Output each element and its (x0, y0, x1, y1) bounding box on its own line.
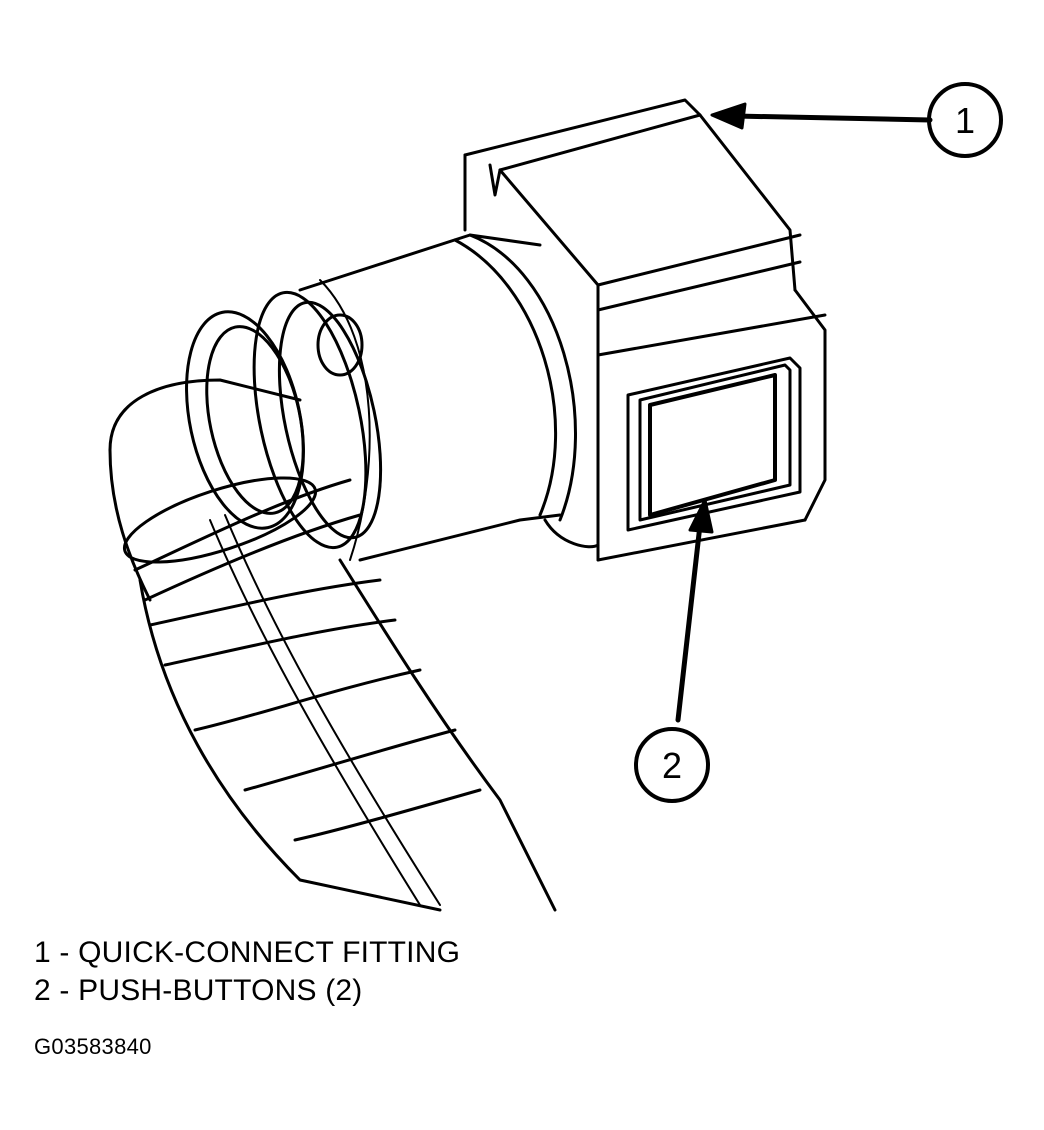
fitting-collar (185, 290, 383, 550)
legend-item-1: 1 - QUICK-CONNECT FITTING (34, 936, 461, 969)
leader-2-arrow (675, 498, 714, 723)
callout-label-2: 2 (662, 745, 682, 786)
legend-item-2: 2 - PUSH-BUTTONS (2) (34, 974, 363, 1007)
hose-elbow (108, 378, 362, 602)
fuel-hose (138, 514, 557, 912)
push-button (626, 356, 802, 532)
leader-1-arrow (710, 102, 933, 130)
callout-circle-1 (927, 82, 1003, 158)
figure-id: G03583840 (34, 1034, 152, 1059)
callout-label-1: 1 (955, 100, 975, 141)
fitting-barrel (298, 233, 578, 562)
callout-circle-2 (634, 727, 710, 803)
quick-connect-housing (463, 98, 827, 562)
legend: 1 - QUICK-CONNECT FITTING 2 - PUSH-BUTTO… (34, 934, 460, 1010)
